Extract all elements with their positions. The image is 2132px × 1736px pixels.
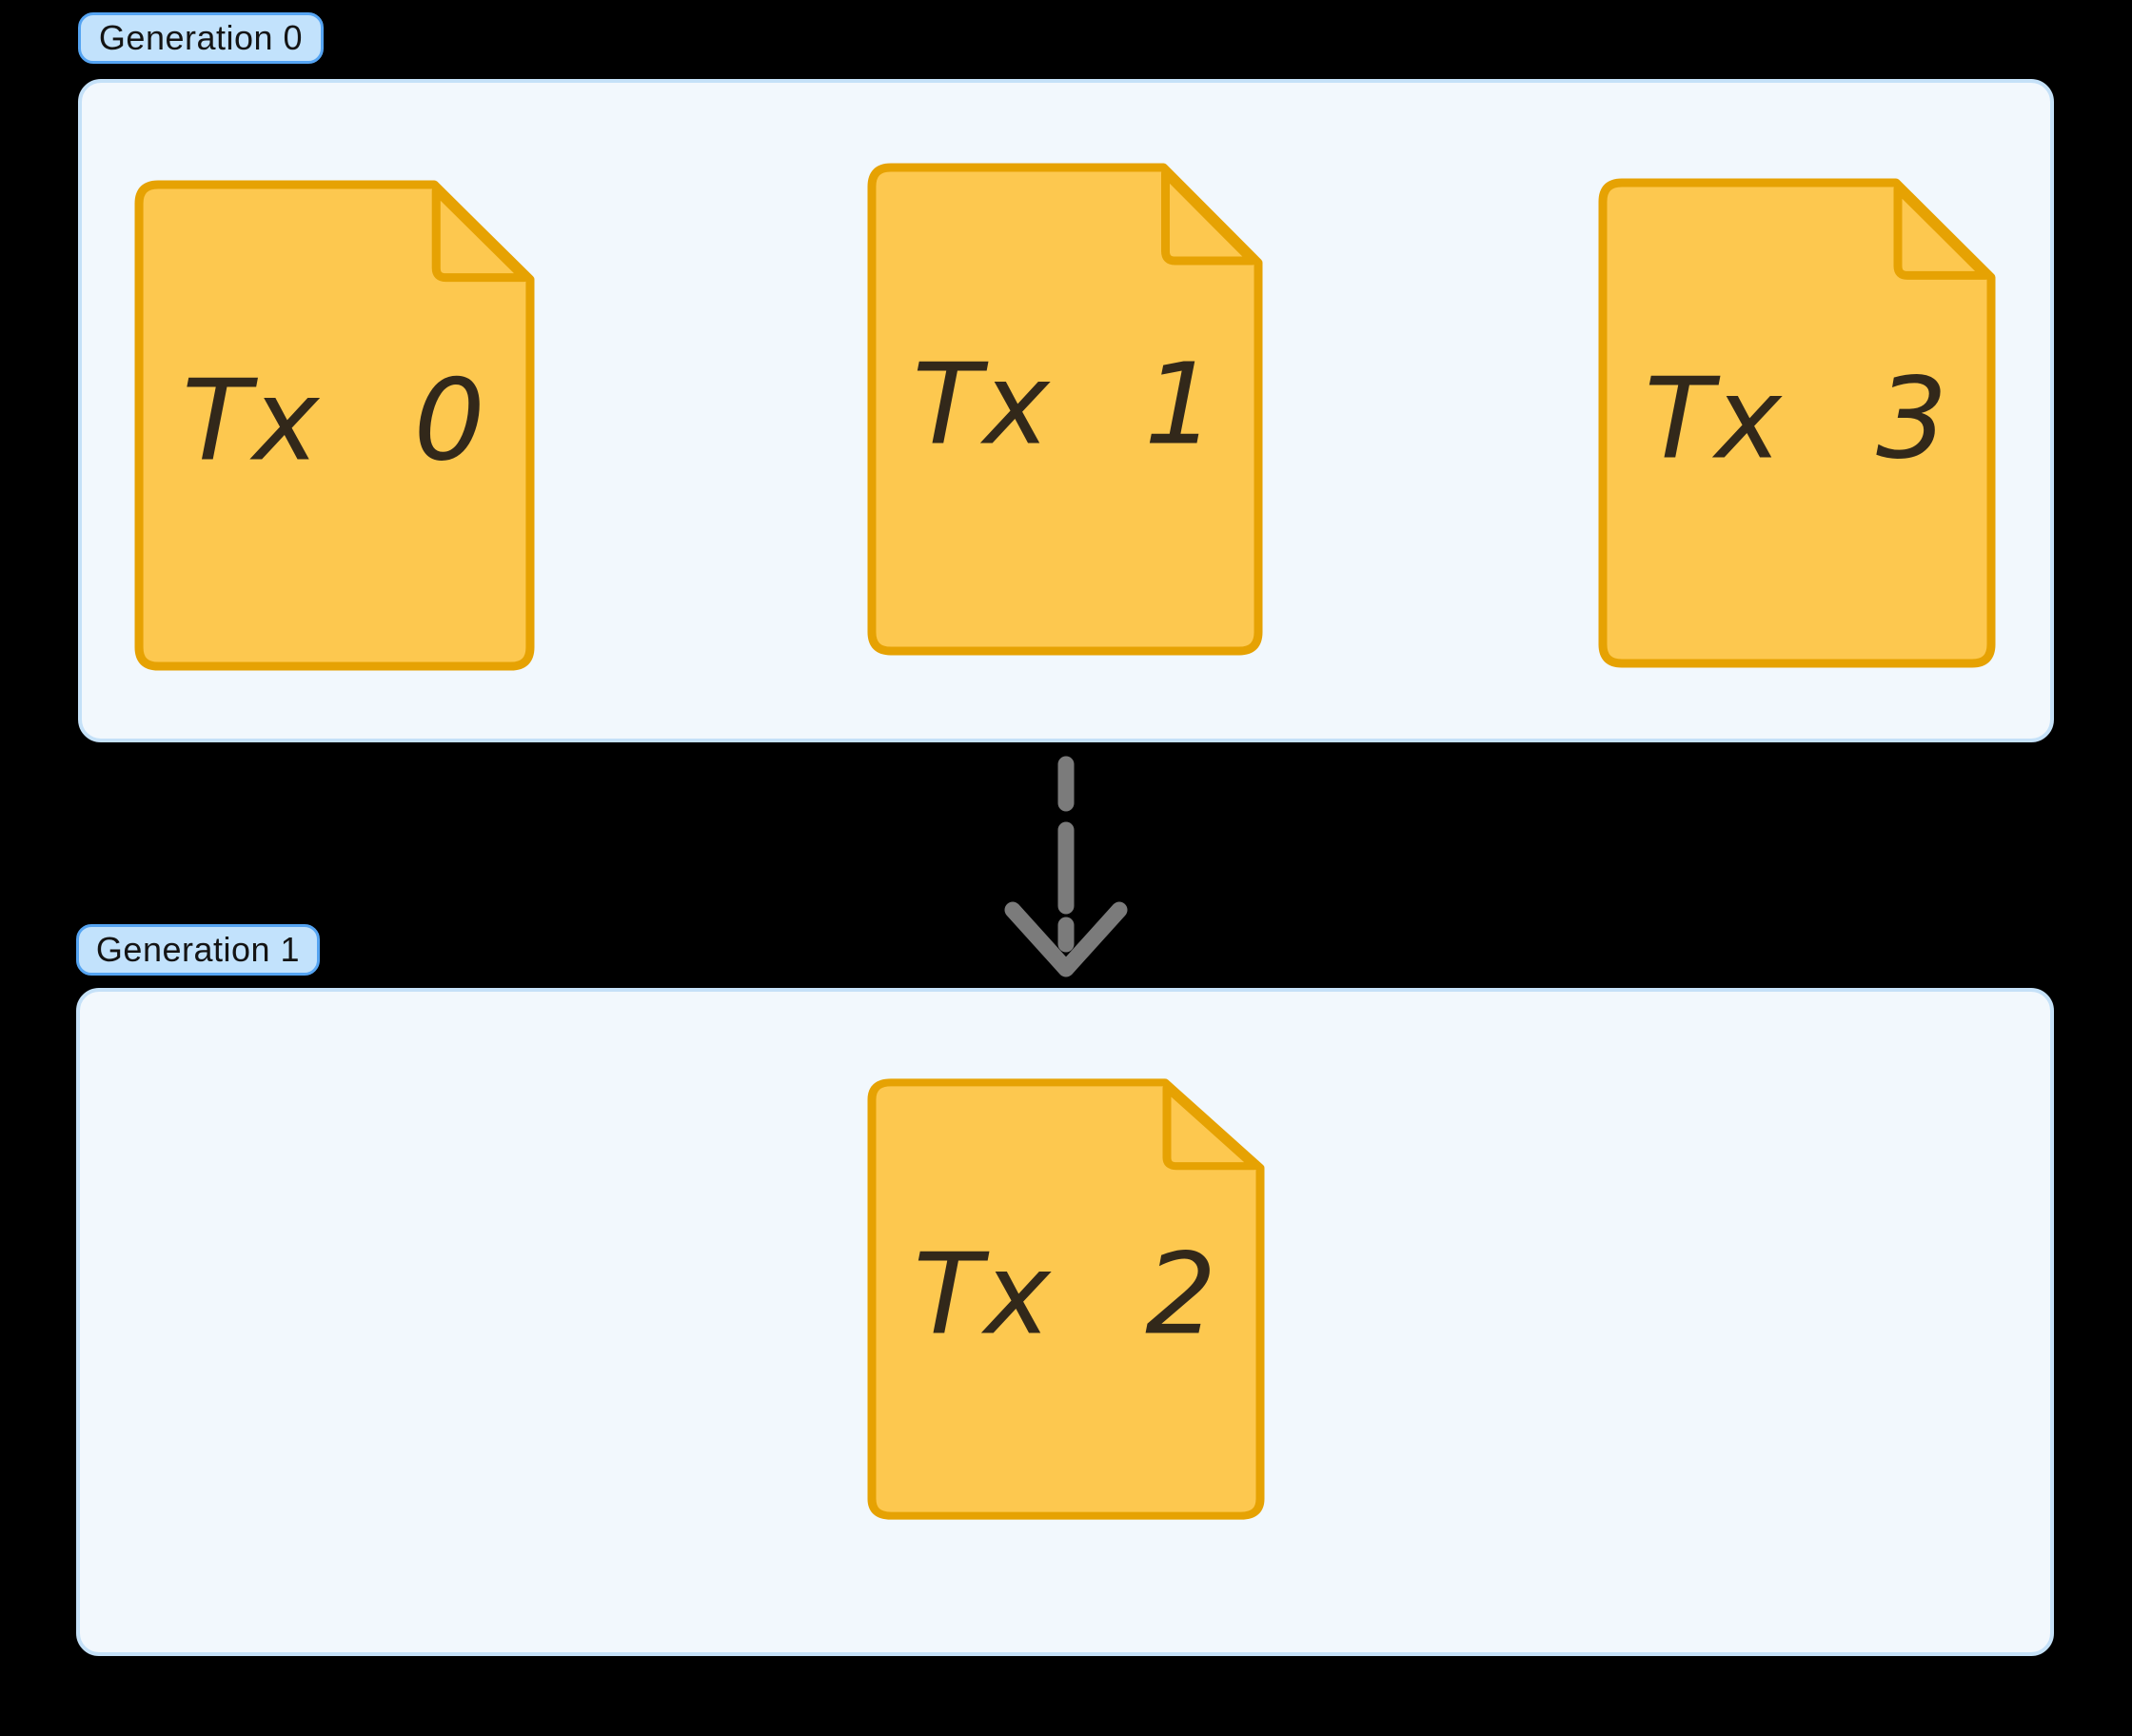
document-label: Tx 2 (913, 1228, 1219, 1360)
document-label: Tx 3 (1644, 351, 1950, 483)
document-label: Tx 1 (912, 338, 1218, 470)
document-tx3: Tx 3 (1597, 177, 1997, 669)
file-icon (867, 1078, 1265, 1520)
generation-0-badge: Generation 0 (78, 12, 324, 64)
generation-1-badge-label: Generation 1 (95, 930, 301, 969)
file-icon (1598, 178, 1996, 668)
document-tx1: Tx 1 (866, 162, 1264, 657)
file-icon (867, 163, 1263, 656)
document-label: Tx 0 (182, 354, 487, 486)
generation-1-badge: Generation 1 (76, 924, 320, 976)
document-tx0: Tx 0 (133, 179, 536, 672)
document-tx2: Tx 2 (866, 1077, 1266, 1521)
arrow-down-icon (1004, 756, 1128, 977)
file-icon (134, 180, 535, 671)
generation-0-badge-label: Generation 0 (98, 18, 304, 57)
